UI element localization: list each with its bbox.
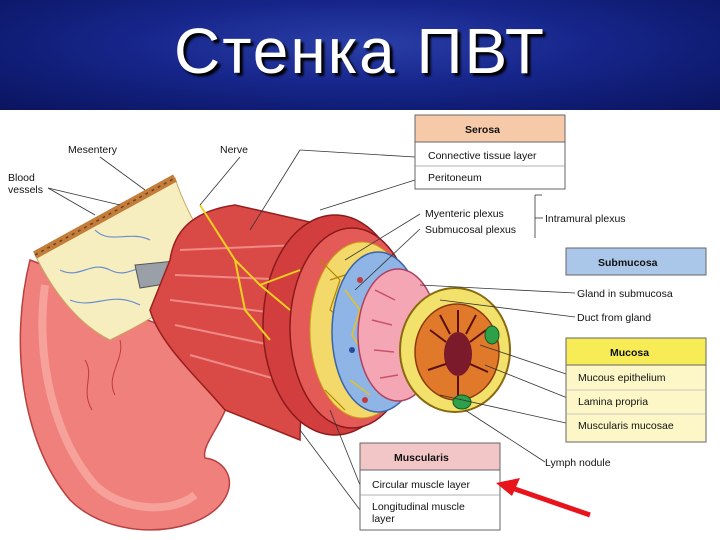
label-duct-from-gland: Duct from gland	[577, 312, 651, 324]
muscularis-header-bg	[359, 442, 501, 471]
red-arrow	[496, 478, 591, 518]
muscularis-item-circular: Circular muscle layer	[372, 479, 471, 491]
muscularis-box: Muscularis Circular muscle layer Longitu…	[359, 442, 501, 531]
serosa-box: Serosa Connective tissue layer Peritoneu…	[414, 114, 566, 190]
label-nerve: Nerve	[220, 144, 248, 156]
submucosa-header-bg	[565, 247, 707, 276]
label-intramural-plexus: Intramural plexus	[545, 213, 626, 225]
serosa-header: Serosa	[465, 124, 500, 136]
submucosa-box: Submucosa	[565, 247, 707, 276]
mucosa-item-lamina-propria: Lamina propria	[578, 396, 648, 408]
mucosa-header: Mucosa	[610, 347, 649, 359]
leader-lines	[47, 149, 576, 511]
slide-title: Стенка ПВТ	[173, 15, 547, 87]
gut-wall-diagram: Mesentery Nerve Blood vessels Serosa Con…	[8, 114, 707, 531]
muscularis-item-longitudinal-line1: Longitudinal muscle	[372, 501, 465, 513]
label-blood-vessels-line2: vessels	[8, 184, 43, 196]
serosa-header-bg	[414, 114, 566, 143]
label-myenteric-plexus: Myenteric plexus	[425, 208, 504, 220]
mucosa-item-muscularis-mucosae: Muscularis mucosae	[578, 420, 674, 432]
mucosa-item-epithelium: Mucous epithelium	[578, 372, 666, 384]
serosa-item-connective: Connective tissue layer	[428, 150, 537, 162]
label-gland-in-submucosa: Gland in submucosa	[577, 288, 673, 300]
title-band: Стенка ПВТ	[0, 0, 720, 110]
lumen	[444, 332, 472, 376]
mucosa-box: Mucosa Mucous epithelium Lamina propria …	[565, 337, 707, 443]
label-lymph-nodule: Lymph nodule	[545, 457, 611, 469]
label-blood-vessels-line1: Blood	[8, 172, 35, 184]
muscularis-header: Muscularis	[394, 452, 449, 464]
serosa-item-peritoneum: Peritoneum	[428, 172, 482, 184]
submucosa-header: Submucosa	[598, 257, 658, 269]
lymph-nodule	[452, 394, 472, 410]
mucosa-header-bg	[565, 337, 707, 366]
label-submucosal-plexus: Submucosal plexus	[425, 224, 516, 236]
muscularis-item-longitudinal-line2: layer	[372, 513, 395, 525]
gut-illustration	[19, 174, 511, 531]
label-mesentery: Mesentery	[68, 144, 118, 156]
